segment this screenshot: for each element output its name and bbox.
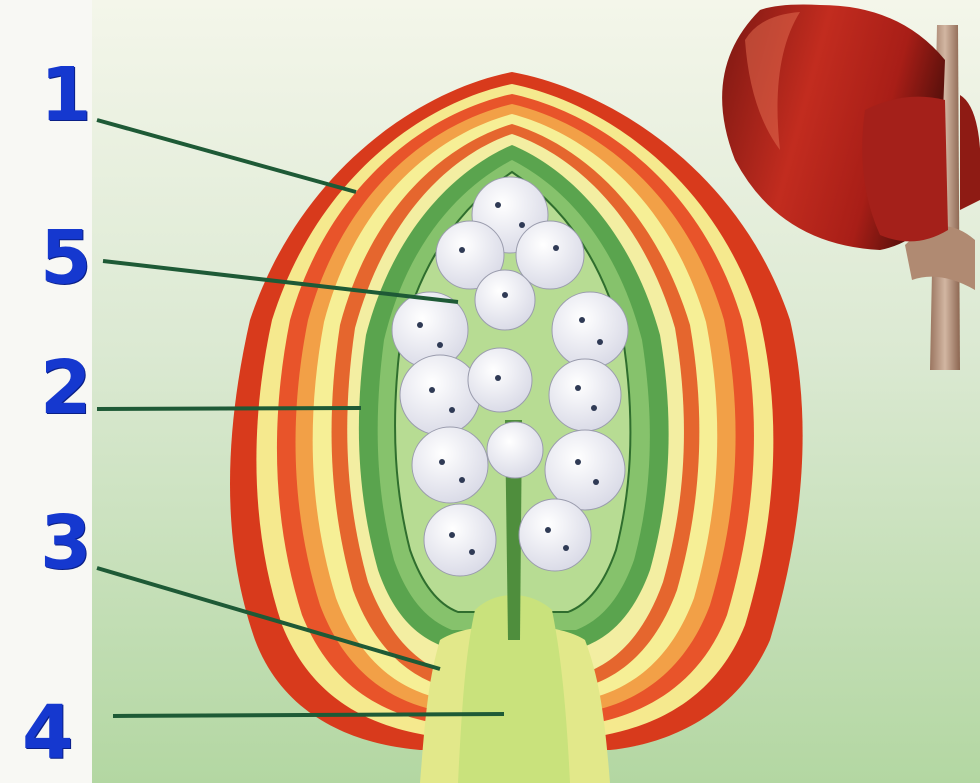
flower-cluster: [487, 422, 543, 478]
flower-cluster: [475, 270, 535, 330]
flower-cluster: [519, 499, 591, 571]
leader-line-4: [113, 714, 504, 716]
flower-cluster: [552, 292, 628, 368]
flower-cluster: [412, 427, 488, 503]
label-2: 2: [40, 351, 92, 425]
leader-line-2: [97, 408, 361, 409]
label-4: 4: [22, 696, 74, 770]
label-5: 5: [40, 221, 92, 295]
bud-scale-inner: [862, 97, 948, 242]
flower-cluster: [400, 355, 480, 435]
label-1: 1: [40, 58, 92, 132]
flower-cluster: [424, 504, 496, 576]
flower-cluster: [549, 359, 621, 431]
label-3: 3: [40, 506, 92, 580]
flower-cluster: [545, 430, 625, 510]
